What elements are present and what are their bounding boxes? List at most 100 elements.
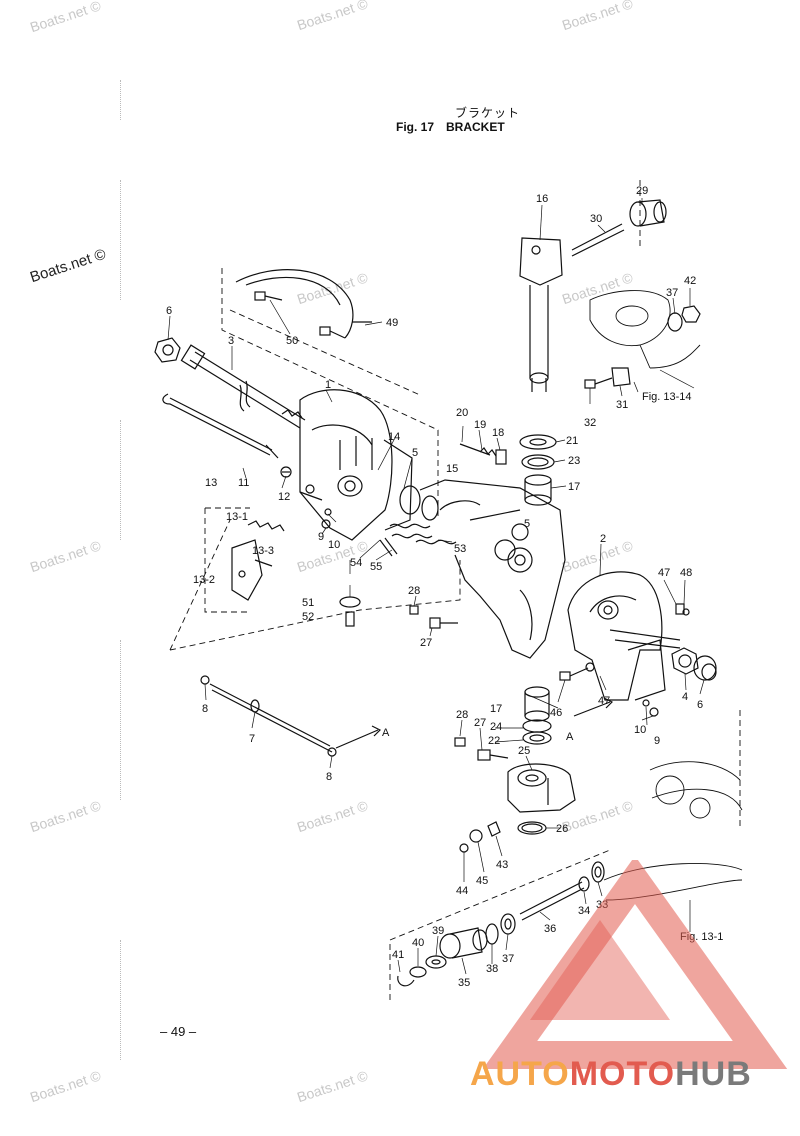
callout-13: 13 xyxy=(205,477,217,489)
bolt-32 xyxy=(584,377,613,389)
callout-2: 2 xyxy=(600,533,606,545)
callout-35: 35 xyxy=(458,977,470,989)
bolt-27-28-lower xyxy=(454,737,509,761)
margin-mark xyxy=(120,80,122,120)
callout-37: 37 xyxy=(666,287,678,299)
callout-43: 43 xyxy=(496,859,508,871)
lock-rod xyxy=(162,393,271,456)
lock-plate-assembly xyxy=(231,520,285,601)
callout-6: 6 xyxy=(697,699,703,711)
figure-number: Fig. 17 xyxy=(396,120,435,134)
callout-47: 47 xyxy=(658,567,670,579)
washer-39-40 xyxy=(409,955,447,978)
page-number: – 49 – xyxy=(160,1024,197,1039)
margin-mark xyxy=(120,420,122,540)
callout-9: 9 xyxy=(654,735,660,747)
ring-26 xyxy=(517,821,547,835)
callout-7: 7 xyxy=(249,733,255,745)
grease-nipple-parts xyxy=(459,821,501,853)
callout-49: 49 xyxy=(386,317,398,329)
cap-6 xyxy=(693,655,717,681)
steering-shaft xyxy=(519,237,563,392)
callout-52: 52 xyxy=(302,611,314,623)
callout-55: 55 xyxy=(370,561,382,573)
callout-13-3: 13-3 xyxy=(252,545,274,557)
callout-8: 8 xyxy=(202,703,208,715)
callout-6: 6 xyxy=(166,305,172,317)
callout-27: 27 xyxy=(474,717,486,729)
washer-23 xyxy=(521,454,555,470)
callout-51: 51 xyxy=(302,597,314,609)
logo-word-auto: AUTO xyxy=(470,1055,570,1093)
automotohub-wordmark: AUTOMOTOHUB xyxy=(470,1055,752,1094)
callout-10: 10 xyxy=(634,724,646,736)
callout-38: 38 xyxy=(486,963,498,975)
bolt-51-52 xyxy=(339,596,361,627)
callout-4: 4 xyxy=(682,691,688,703)
callout-23: 23 xyxy=(568,455,580,467)
cotter-41 xyxy=(397,975,415,987)
screw-12 xyxy=(280,466,292,478)
nut-4 xyxy=(671,647,699,675)
steering-arm-reference xyxy=(589,290,701,369)
callout-11: 11 xyxy=(238,477,249,489)
margin-mark xyxy=(120,180,122,300)
callout-21: 21 xyxy=(566,435,578,447)
lower-mount-25 xyxy=(507,763,576,813)
callout-48: 48 xyxy=(680,567,692,579)
callout-17: 17 xyxy=(568,481,580,493)
callout-53: 53 xyxy=(454,543,466,555)
reference-arrow-A xyxy=(335,697,614,749)
tilt-rod xyxy=(180,344,306,429)
callout-46: 46 xyxy=(550,707,562,719)
washer-9-10-right xyxy=(642,699,659,717)
dashed-reference-lines xyxy=(169,180,741,1000)
callout-24: 24 xyxy=(490,721,502,733)
callout-54: 54 xyxy=(350,557,362,569)
callout-10: 10 xyxy=(328,539,340,551)
bolt-46 xyxy=(559,662,595,681)
bolt-50 xyxy=(254,291,346,339)
callout-39: 39 xyxy=(432,925,444,937)
callout-5: 5 xyxy=(524,518,530,530)
nut-6 xyxy=(154,337,181,363)
leader-lines xyxy=(167,198,705,975)
callout-50: 50 xyxy=(286,335,298,347)
callout-20: 20 xyxy=(456,407,468,419)
reference-label-A: A xyxy=(382,727,390,739)
callout-31: 31 xyxy=(616,399,628,411)
callout-29: 29 xyxy=(636,185,648,197)
callout-3: 3 xyxy=(228,335,234,347)
callout-16: 16 xyxy=(536,193,548,205)
automotohub-logo-icon xyxy=(482,860,788,1069)
callout-32: 32 xyxy=(584,417,596,429)
margin-mark xyxy=(120,940,122,1060)
callout-42: 42 xyxy=(684,275,696,287)
reference-label-A: A xyxy=(566,731,574,743)
washer-24-22 xyxy=(522,719,552,745)
callout-36: 36 xyxy=(544,923,556,935)
callout-30: 30 xyxy=(590,213,602,225)
callout-13-1: 13-1 xyxy=(226,511,248,523)
clamp-bracket-left xyxy=(299,389,413,541)
shaft-36 xyxy=(519,876,590,921)
callout-14: 14 xyxy=(388,431,400,443)
clamp-bracket-right xyxy=(567,571,681,701)
shaft-7 xyxy=(209,683,333,753)
callout-17: 17 xyxy=(490,703,502,715)
callout-28: 28 xyxy=(408,585,420,597)
callout-13-2: 13-2 xyxy=(193,574,215,586)
callout-26: 26 xyxy=(556,823,568,835)
callout-25: 25 xyxy=(518,745,530,757)
callout-12: 12 xyxy=(278,491,290,503)
callout-5: 5 xyxy=(412,447,418,459)
callout-34: 34 xyxy=(578,905,590,917)
callout-41: 41 xyxy=(392,949,404,961)
callout-40: 40 xyxy=(412,937,424,949)
washer-37-upper xyxy=(667,312,683,332)
logo-word-moto: MOTO xyxy=(569,1055,676,1093)
callout-19: 19 xyxy=(474,419,486,431)
bushing-17-upper xyxy=(524,474,552,506)
